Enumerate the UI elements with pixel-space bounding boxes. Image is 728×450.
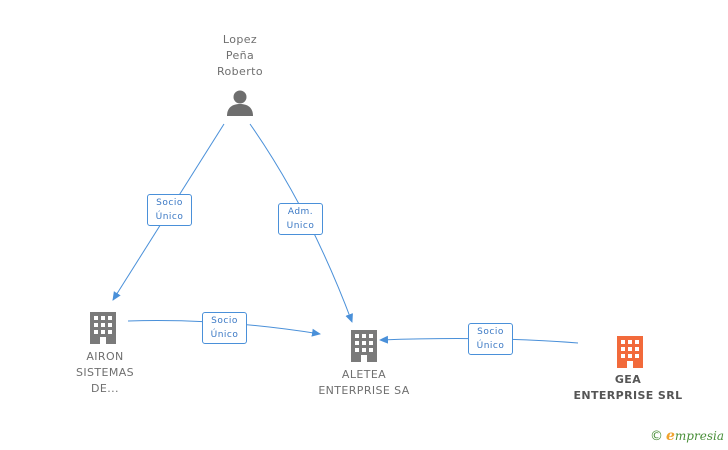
node-lopez-line2: Peña <box>225 49 255 62</box>
node-airon-line2: SISTEMAS <box>75 366 135 379</box>
building-icon[interactable] <box>88 310 118 344</box>
edge-label-line1: Adm. <box>287 207 314 217</box>
person-icon[interactable] <box>226 88 254 116</box>
edge-label-line2: Unico <box>286 221 315 231</box>
node-gea-label[interactable]: GEA ENTERPRISE SRL <box>568 372 688 404</box>
building-icon[interactable] <box>349 328 379 362</box>
edge-label-airon-aletea[interactable]: Socio Único <box>202 312 247 344</box>
brand-name: mpresia <box>674 429 724 443</box>
building-icon-highlighted[interactable] <box>615 334 645 368</box>
node-airon-line3: DE... <box>91 382 119 395</box>
node-gea-line2: ENTERPRISE SRL <box>573 389 683 402</box>
edge-label-gea-aletea[interactable]: Socio Único <box>468 323 513 355</box>
node-airon-line1: AIRON <box>86 350 124 363</box>
edge-label-line1: Socio <box>211 316 238 326</box>
edge-label-line2: Único <box>476 341 505 351</box>
edge-label-line2: Único <box>155 212 184 222</box>
node-aletea-line1: ALETEA <box>341 368 387 381</box>
node-airon-label[interactable]: AIRON SISTEMAS DE... <box>60 349 150 397</box>
copyright-symbol: © <box>650 429 663 444</box>
node-lopez-line1: Lopez <box>222 33 258 46</box>
node-aletea-line2: ENTERPRISE SA <box>318 384 410 397</box>
edge-label-lopez-airon[interactable]: Socio Único <box>147 194 192 226</box>
brand-watermark: ©empresia <box>650 428 724 444</box>
edge-label-line1: Socio <box>477 327 504 337</box>
node-aletea-label[interactable]: ALETEA ENTERPRISE SA <box>309 367 419 399</box>
edge-label-line2: Único <box>210 330 239 340</box>
node-lopez-line3: Roberto <box>217 65 263 78</box>
node-gea-line1: GEA <box>614 373 642 386</box>
node-lopez-label[interactable]: Lopez Peña Roberto <box>200 32 280 80</box>
brand-logo-e: e <box>666 428 675 444</box>
edge-label-line1: Socio <box>156 198 183 208</box>
edge-label-lopez-aletea[interactable]: Adm. Unico <box>278 203 323 235</box>
